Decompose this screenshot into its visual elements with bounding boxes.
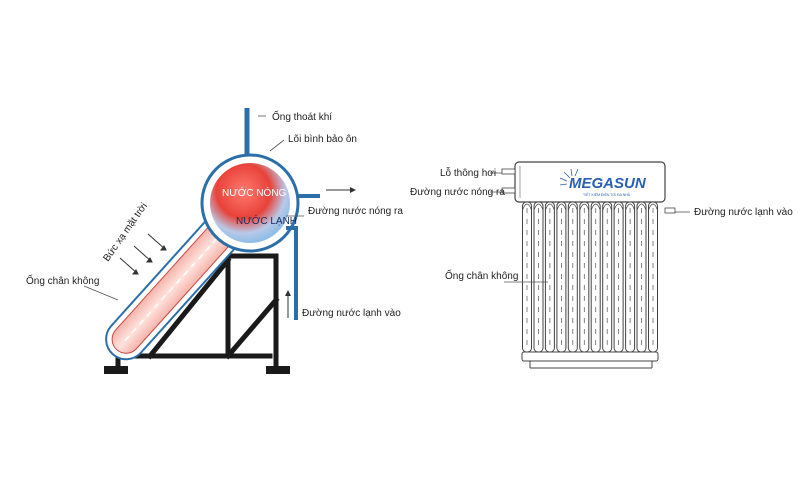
right-diagram: MEGASUN TIẾT KIỆM ĐIỆN TỐI ĐA NHÀ Lỗ thô… <box>410 161 793 369</box>
brand-tagline: TIẾT KIỆM ĐIỆN TỐI ĐA NHÀ <box>583 192 631 197</box>
tube-top-arch <box>613 203 624 211</box>
left-diagram: Ống thoát khí Lõi bình bảo ôn NƯỚC NÓNG … <box>26 108 403 374</box>
tube-top-arch <box>602 203 613 211</box>
tube-top-arch <box>590 203 601 211</box>
label-cold-water-in: Đường nước lạnh vào <box>302 308 401 319</box>
solar-radiation-arrows <box>119 233 167 275</box>
label-vent-pipe: Ống thoát khí <box>272 109 332 123</box>
label-tank-core: Lõi bình bảo ôn <box>288 134 357 145</box>
tank-core <box>210 163 290 243</box>
tube-top-arch <box>533 203 544 211</box>
right-leader-lines <box>490 172 690 283</box>
sun-burst-icon <box>559 168 579 186</box>
storage-tank-housing <box>514 161 666 203</box>
label-vacuum-tube-right: Ống chân không <box>445 268 518 282</box>
tube-top-arch <box>579 203 590 211</box>
cold-in-arrowhead <box>285 290 291 296</box>
tube-top-arch <box>567 203 578 211</box>
brand-name: MEGASUN <box>569 175 647 192</box>
tube-top-arch <box>636 203 647 211</box>
frame-foot-left <box>104 366 128 374</box>
hot-out-arrowhead <box>350 187 356 193</box>
label-hot-water-out: Đường nước nóng ra <box>308 206 403 217</box>
label-hot-water: NƯỚC NÓNG <box>222 186 287 199</box>
tube-top-arch <box>648 203 658 211</box>
hot-water-out-stub <box>501 187 516 194</box>
frame-foot-right <box>266 366 290 374</box>
tube-top-arch <box>545 203 555 211</box>
vacuum-tube-array <box>522 201 658 353</box>
label-cold-water: NƯỚC LẠNH <box>236 214 297 227</box>
tube-bottom-rail <box>521 351 659 362</box>
vent-hole-stub <box>501 168 516 175</box>
left-leader-lines <box>83 115 304 301</box>
cold-water-inlet-pipe <box>286 226 298 320</box>
brand-logo: MEGASUN TIẾT KIỆM ĐIỆN TỐI ĐA NHÀ <box>559 168 647 197</box>
label-cold-water-in-right: Đường nước lạnh vào <box>694 207 793 218</box>
tube-top-arch <box>625 203 635 211</box>
label-hot-water-out-right: Đường nước nóng ra <box>410 187 505 198</box>
cold-water-in-stub <box>664 207 676 214</box>
label-vacuum-tube-left: Ống chân không <box>26 273 99 287</box>
label-vent-hole: Lỗ thông hơi <box>440 166 496 179</box>
tube-top-arch <box>522 203 532 211</box>
tube-top-arch <box>556 203 567 211</box>
